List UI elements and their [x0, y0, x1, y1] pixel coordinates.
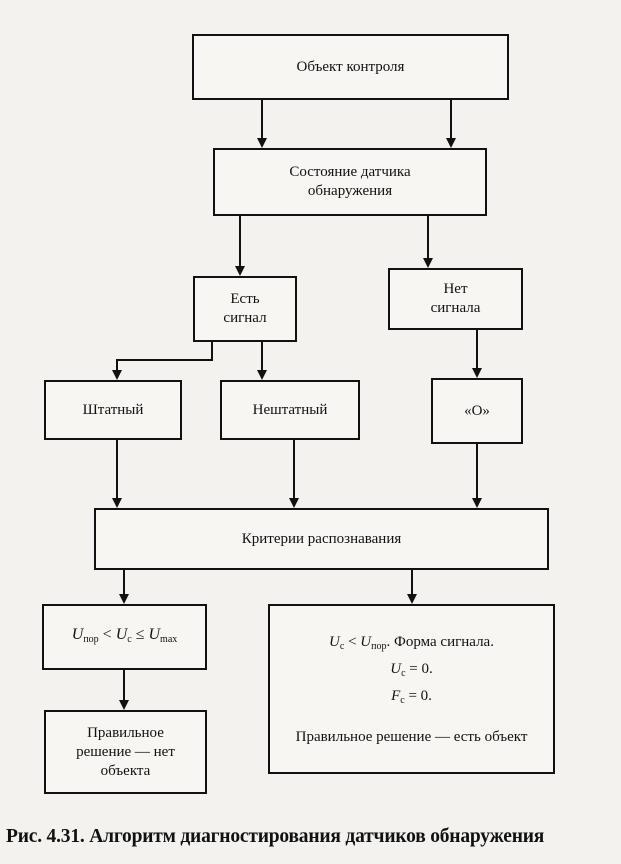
sensor-state-line-1: Состояние датчика: [289, 164, 411, 180]
left-decision-line-2: решение — нет: [76, 743, 175, 760]
right-decision-label: Правильное решение — есть объект: [295, 728, 528, 745]
arrowhead: [407, 594, 417, 604]
right-condition-line-2: Uс = 0.: [390, 660, 433, 679]
arrowhead: [423, 258, 433, 268]
arrowhead: [257, 370, 267, 380]
arrowhead: [112, 498, 122, 508]
left-decision-line-1: Правильное: [87, 724, 164, 741]
no-signal-line-2: сигнала: [430, 300, 481, 316]
left-condition-box: Uпор < Uс ≤ Umax: [42, 604, 207, 670]
left-decision-line-3: объекта: [100, 762, 151, 779]
object-label: Объект контроля: [296, 58, 405, 75]
right-condition-line-3: Fс = 0.: [391, 687, 432, 706]
has-signal-line-1: Есть: [230, 291, 260, 307]
regular-label: Штатный: [82, 401, 144, 418]
has-signal-box: Есть сигнал: [193, 276, 297, 342]
connector-has-signal-to-regular: [116, 342, 213, 372]
arrowhead: [119, 594, 129, 604]
arrowhead: [257, 138, 267, 148]
right-condition-line-1: Uс < Uпор. Форма сигнала.: [329, 633, 494, 652]
right-condition-box: Uс < Uпор. Форма сигнала. Uс = 0. Fс = 0…: [268, 604, 555, 774]
criteria-box: Критерии распознавания: [94, 508, 549, 570]
no-signal-line-1: Нет: [443, 281, 468, 297]
object-box: Объект контроля: [192, 34, 509, 100]
no-signal-box: Нет сигнала: [388, 268, 523, 330]
arrowhead: [472, 368, 482, 378]
arrowhead: [446, 138, 456, 148]
left-condition-formula: Uпор < Uс ≤ Umax: [71, 626, 178, 645]
arrowhead: [112, 370, 122, 380]
irregular-box: Нештатный: [220, 380, 360, 440]
arrowhead: [289, 498, 299, 508]
left-decision-box: Правильное решение — нет объекта: [44, 710, 207, 794]
zero-label: «О»: [464, 402, 490, 419]
arrowhead: [235, 266, 245, 276]
figure-caption: Рис. 4.31. Алгоритм диагностирования дат…: [6, 826, 545, 847]
has-signal-line-2: сигнал: [223, 310, 267, 326]
sensor-state-box: Состояние датчика обнаружения: [213, 148, 487, 216]
criteria-label: Критерии распознавания: [241, 530, 402, 547]
spacer: [296, 712, 528, 726]
zero-box: «О»: [431, 378, 523, 444]
arrowhead: [119, 700, 129, 710]
sensor-state-line-2: обнаружения: [307, 183, 393, 199]
irregular-label: Нештатный: [252, 401, 328, 418]
regular-box: Штатный: [44, 380, 182, 440]
arrowhead: [472, 498, 482, 508]
